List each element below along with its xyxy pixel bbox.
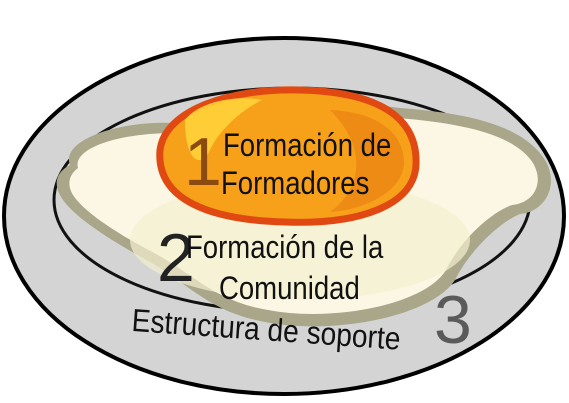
layer-2-label-line-2: Comunidad bbox=[219, 270, 360, 306]
layer-1-label-line-2: Formadores bbox=[221, 165, 370, 201]
yolk-shade bbox=[330, 110, 405, 212]
layer-1-number: 1 bbox=[184, 124, 222, 200]
layer-2-label-line-1: Formación de la bbox=[186, 229, 384, 265]
layer-1-label-line-1: Formación de bbox=[223, 127, 392, 163]
layer-2-number: 2 bbox=[157, 220, 195, 296]
layer-3-number: 3 bbox=[434, 282, 472, 358]
yolk-highlight bbox=[185, 98, 262, 160]
